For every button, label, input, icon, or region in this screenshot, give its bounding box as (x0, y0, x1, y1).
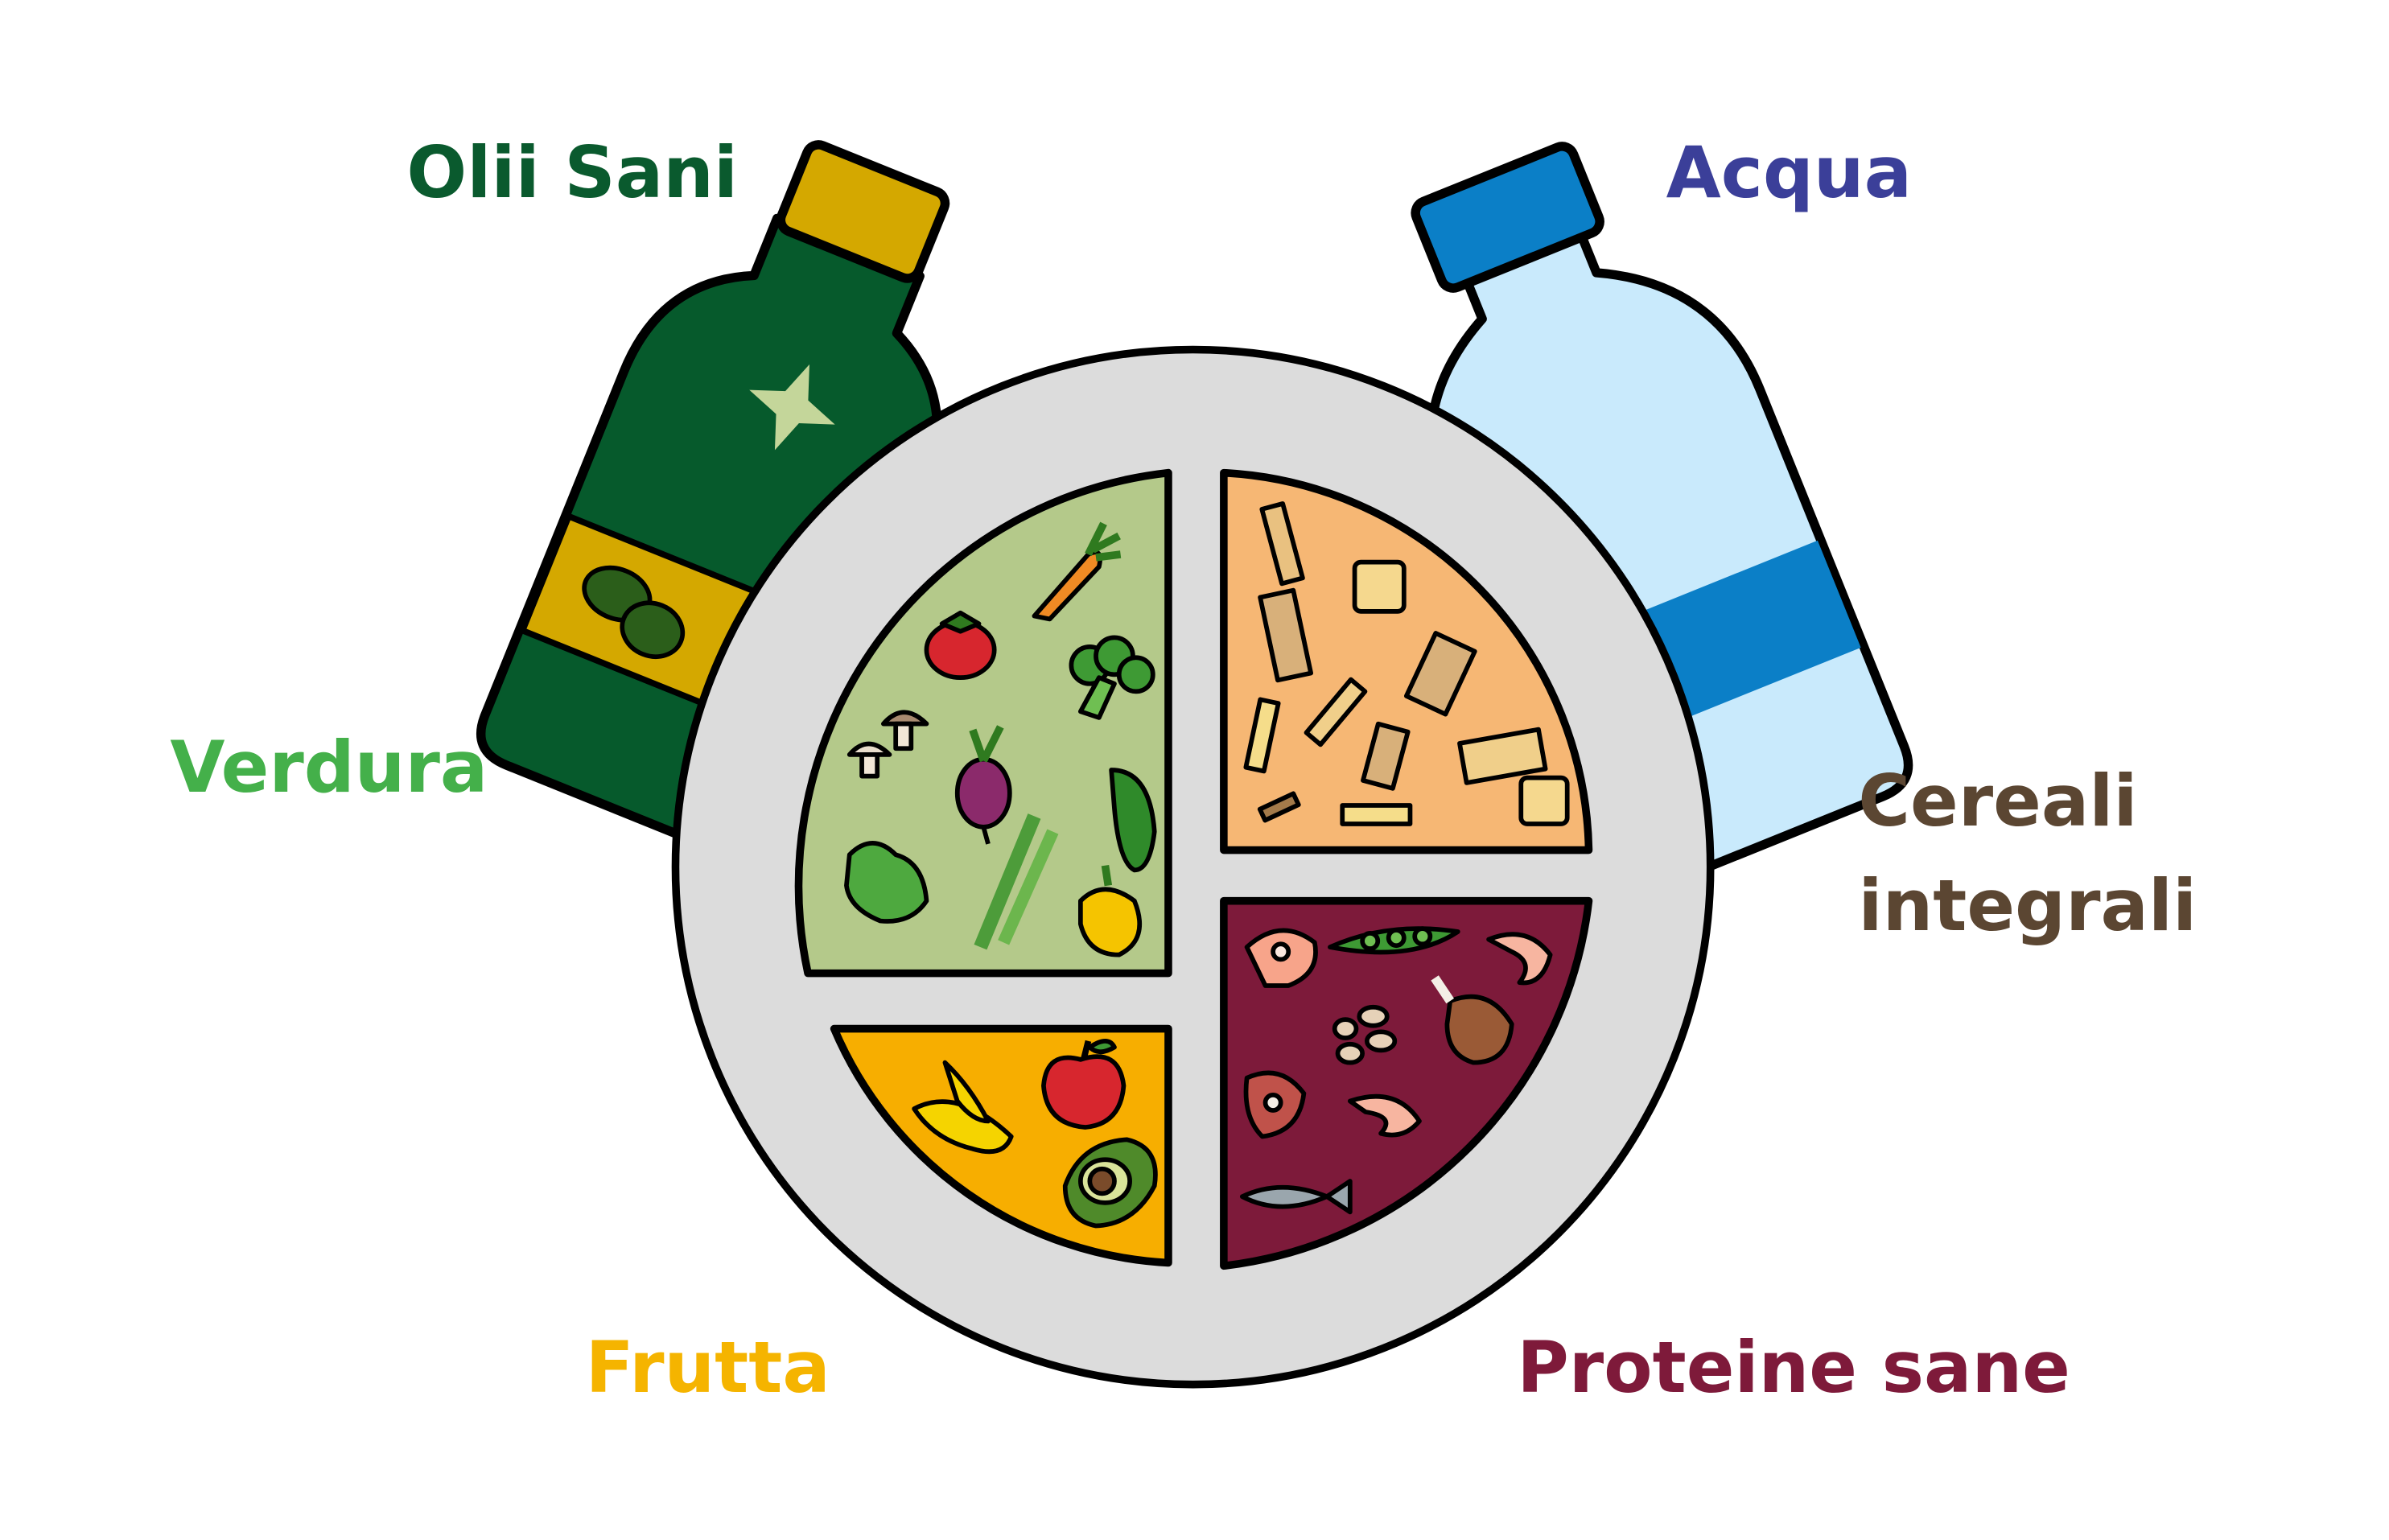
label-grains-line1: Cereali (1858, 760, 2137, 842)
sparkle-icon (749, 364, 835, 451)
fish-icon (1239, 1179, 1353, 1215)
rigatoni-icon (1457, 727, 1548, 785)
tomato-icon (924, 610, 997, 681)
cucumber-icon (1109, 768, 1157, 873)
ravioli-icon (1352, 559, 1407, 614)
asparagus-icon (974, 813, 1059, 950)
beetroot-icon (954, 725, 1012, 845)
protein-icons (1239, 926, 1553, 1215)
drumstick-icon (1431, 975, 1514, 1065)
label-vegetables: Verdura (170, 726, 488, 809)
fruit-icons (912, 1039, 1158, 1229)
ravioli-icon (1518, 775, 1570, 826)
carrot-icon (1032, 521, 1122, 622)
rigatoni-icon (1258, 587, 1314, 683)
lettuce-icon (844, 841, 929, 924)
label-water: Acqua (1666, 131, 1912, 214)
protein-section (1220, 896, 1593, 1270)
penne-icon (1304, 677, 1368, 747)
apple-icon (1041, 1039, 1127, 1130)
banana-icon (912, 1060, 1014, 1155)
steak-icon (1243, 1070, 1307, 1139)
peas-icon (1328, 926, 1460, 955)
plate (671, 345, 1715, 1389)
fries-icon (1257, 791, 1301, 823)
beans-icon (1332, 1004, 1398, 1065)
olive-icon (582, 565, 686, 660)
rigatoni-icon (1403, 631, 1477, 717)
grain-icons (1243, 501, 1570, 826)
penne-icon (1259, 501, 1305, 587)
fries-icon (1243, 697, 1281, 774)
vegetable-icons (844, 521, 1157, 957)
fries-icon (1340, 803, 1413, 826)
avocado-icon (1062, 1137, 1158, 1229)
label-grains-line2: integrali (1858, 864, 2197, 947)
shrimp-icon (1486, 932, 1553, 986)
label-fruit: Frutta (586, 1326, 830, 1409)
mushroom-icon (846, 710, 929, 779)
salmon-steak-icon (1244, 928, 1318, 988)
broccoli-icon (1069, 635, 1155, 720)
shrimp-icon (1347, 1093, 1422, 1138)
pepper-icon (1077, 864, 1143, 957)
label-protein: Proteine sane (1517, 1326, 2070, 1409)
rigatoni-icon (1361, 721, 1411, 791)
label-oils: Olii Sani (406, 131, 738, 214)
